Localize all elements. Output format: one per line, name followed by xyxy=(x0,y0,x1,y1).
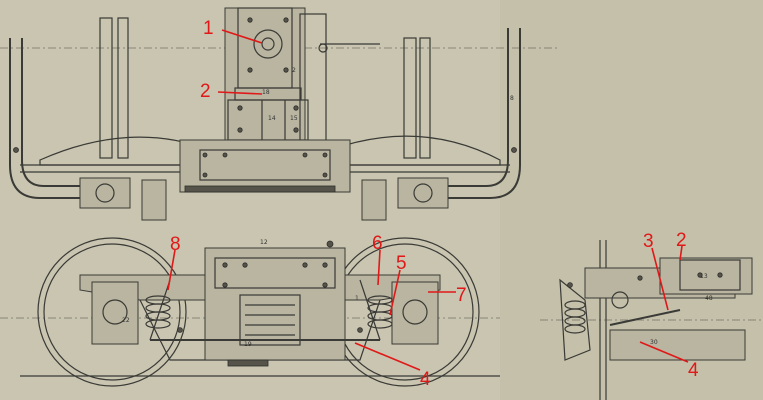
svg-text:18: 18 xyxy=(262,89,270,96)
callout-label-2-right: 2 xyxy=(676,230,687,251)
svg-text:13: 13 xyxy=(700,273,708,280)
svg-text:1: 1 xyxy=(355,295,359,302)
callout-label-4-right: 4 xyxy=(688,360,699,381)
svg-text:30: 30 xyxy=(650,339,658,346)
callout-1: 1 xyxy=(203,18,263,44)
callout-label-4-mid: 4 xyxy=(420,369,431,390)
callout-label-3: 3 xyxy=(643,231,654,252)
callout-4-right: 4 xyxy=(639,341,699,381)
side-view: 12 22 1 19 xyxy=(0,237,500,387)
svg-text:12: 12 xyxy=(260,239,268,246)
callout-5: 5 xyxy=(389,253,407,316)
svg-text:15: 15 xyxy=(290,115,298,122)
callout-label-7: 7 xyxy=(456,285,467,306)
callout-4-mid: 4 xyxy=(354,342,431,390)
svg-text:14: 14 xyxy=(268,115,276,122)
callout-label-1: 1 xyxy=(203,18,214,39)
svg-text:48: 48 xyxy=(705,295,713,302)
callout-6: 6 xyxy=(372,233,383,286)
svg-text:22: 22 xyxy=(122,317,130,324)
end-view: 13 48 30 xyxy=(540,240,763,400)
callout-label-2-top: 2 xyxy=(200,81,211,102)
callout-2-right: 2 xyxy=(676,230,687,261)
callout-label-8: 8 xyxy=(170,234,181,255)
top-view: 2 18 14 15 8 xyxy=(0,7,560,221)
callout-8: 8 xyxy=(167,234,181,291)
callout-label-5: 5 xyxy=(396,253,407,274)
callout-2-top: 2 xyxy=(200,81,263,102)
svg-text:19: 19 xyxy=(244,341,252,348)
svg-text:2: 2 xyxy=(292,67,296,74)
svg-text:8: 8 xyxy=(510,95,514,102)
callout-label-6: 6 xyxy=(372,233,383,254)
callout-3: 3 xyxy=(643,231,669,311)
callout-7: 7 xyxy=(428,285,467,306)
